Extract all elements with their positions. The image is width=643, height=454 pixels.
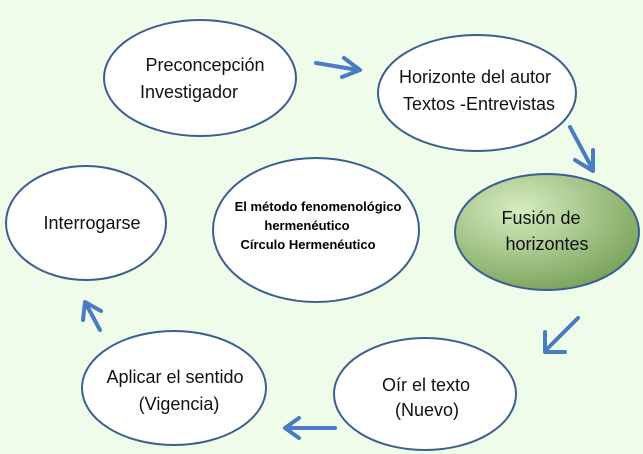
center-line-1: El método fenomenológico — [235, 199, 402, 214]
arrow-up-icon — [81, 300, 103, 332]
preconcepcion-line-2: Investigador — [140, 82, 238, 102]
node-interrogarse — [5, 165, 167, 281]
preconcepcion-line-1: Preconcepción — [145, 55, 264, 75]
horizonte-line-1: Horizonte del autor — [399, 67, 551, 87]
arrow-right-icon — [314, 56, 362, 79]
arrows — [81, 56, 595, 440]
node-center — [212, 157, 420, 303]
label-horizonte-autor: Horizonte del autor Textos -Entrevistas — [399, 67, 555, 114]
label-preconcepcion: Preconcepción Investigador — [140, 55, 265, 102]
oir-line-1: Oír el texto — [382, 375, 470, 395]
node-fusion-horizontes — [454, 173, 640, 291]
horizonte-line-2: Textos -Entrevistas — [403, 94, 555, 114]
center-line-3: Círculo Hermenéutico — [240, 237, 375, 252]
interrogarse-line-1: Interrogarse — [43, 213, 140, 233]
aplicar-line-1: Aplicar el sentido — [106, 367, 243, 387]
center-line-2: hermenéutico — [264, 218, 349, 233]
label-oir-texto: Oír el texto (Nuevo) — [382, 375, 470, 420]
arrow-left-icon — [283, 416, 337, 440]
node-preconcepcion — [103, 19, 297, 137]
label-center: El método fenomenológico hermenéutico Cí… — [235, 199, 402, 252]
fusion-line-1: Fusión de — [501, 208, 580, 228]
node-oir-texto — [333, 337, 517, 451]
node-horizonte-autor — [377, 34, 577, 152]
aplicar-line-2: (Vigencia) — [139, 394, 220, 414]
label-aplicar-sentido: Aplicar el sentido (Vigencia) — [106, 367, 243, 414]
fusion-line-2: horizontes — [505, 234, 588, 254]
arrow-down-right-icon — [568, 125, 595, 173]
oir-line-2: (Nuevo) — [395, 400, 459, 420]
arrow-down-left-icon — [543, 316, 580, 354]
node-aplicar-sentido — [81, 330, 267, 446]
label-interrogarse: Interrogarse — [43, 213, 140, 233]
label-fusion-horizontes: Fusión de horizontes — [501, 208, 588, 254]
